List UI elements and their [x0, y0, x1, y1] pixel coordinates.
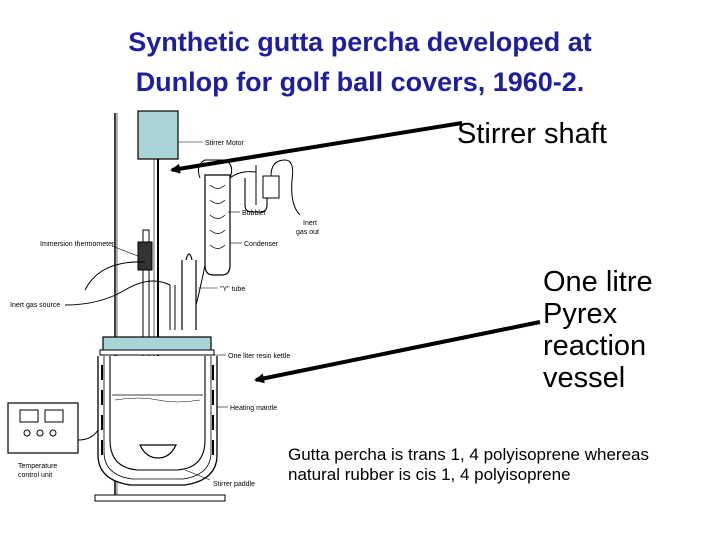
label-immersion-thermometer: Immersion thermometer [40, 241, 115, 248]
label-condenser: Condenser [244, 241, 279, 248]
title-line-1: Synthetic gutta percha developed at [128, 27, 592, 57]
label-stirrer-paddle: Stirrer paddle [213, 481, 255, 488]
note-line-2: natural rubber is cis 1, 4 polyisoprene [288, 465, 571, 484]
vessel-callout: One litre Pyrex reaction vessel [543, 266, 653, 394]
kettle-lid [102, 336, 212, 352]
stirrer-paddle [139, 444, 177, 459]
y-tube [181, 253, 197, 330]
label-y-tube: "Y" tube [220, 286, 245, 293]
vessel-callout-line-2: Pyrex [543, 298, 618, 330]
label-resin-kettle: One liter resin kettle [228, 353, 290, 360]
stirrer-shaft-arrow [170, 121, 463, 174]
slide-title: Synthetic gutta percha developed at Dunl… [0, 22, 720, 102]
label-inert-gas-out-2: gas out [296, 229, 319, 236]
label-bubbler: Bubbler [242, 210, 267, 217]
stirrer-motor [137, 110, 179, 160]
label-stirrer-motor: Stirrer Motor [205, 140, 245, 147]
label-inert-gas-source: Inert gas source [10, 302, 60, 309]
vessel-callout-line-1: One litre [543, 266, 653, 298]
condenser [204, 174, 231, 276]
polyisoprene-note: Gutta percha is trans 1, 4 polyisoprene … [288, 445, 708, 485]
resin-kettle [109, 356, 206, 471]
label-inert-gas-out-1: Inert [303, 220, 317, 227]
temperature-control-unit [7, 402, 79, 454]
vessel-arrow [254, 320, 541, 384]
stirrer-shaft-callout: Stirrer shaft [457, 118, 607, 150]
vessel-callout-line-4: vessel [543, 362, 626, 394]
note-line-1: Gutta percha is trans 1, 4 polyisoprene … [288, 445, 649, 464]
base-plate [94, 494, 226, 502]
label-temperature-2: control unit [18, 472, 52, 479]
label-temperature-1: Temperature [18, 463, 57, 470]
vessel-callout-line-3: reaction [543, 330, 647, 362]
label-heating-mantle: Heating mantle [230, 405, 277, 412]
title-line-2: Dunlop for golf ball covers, 1960-2. [135, 67, 585, 97]
